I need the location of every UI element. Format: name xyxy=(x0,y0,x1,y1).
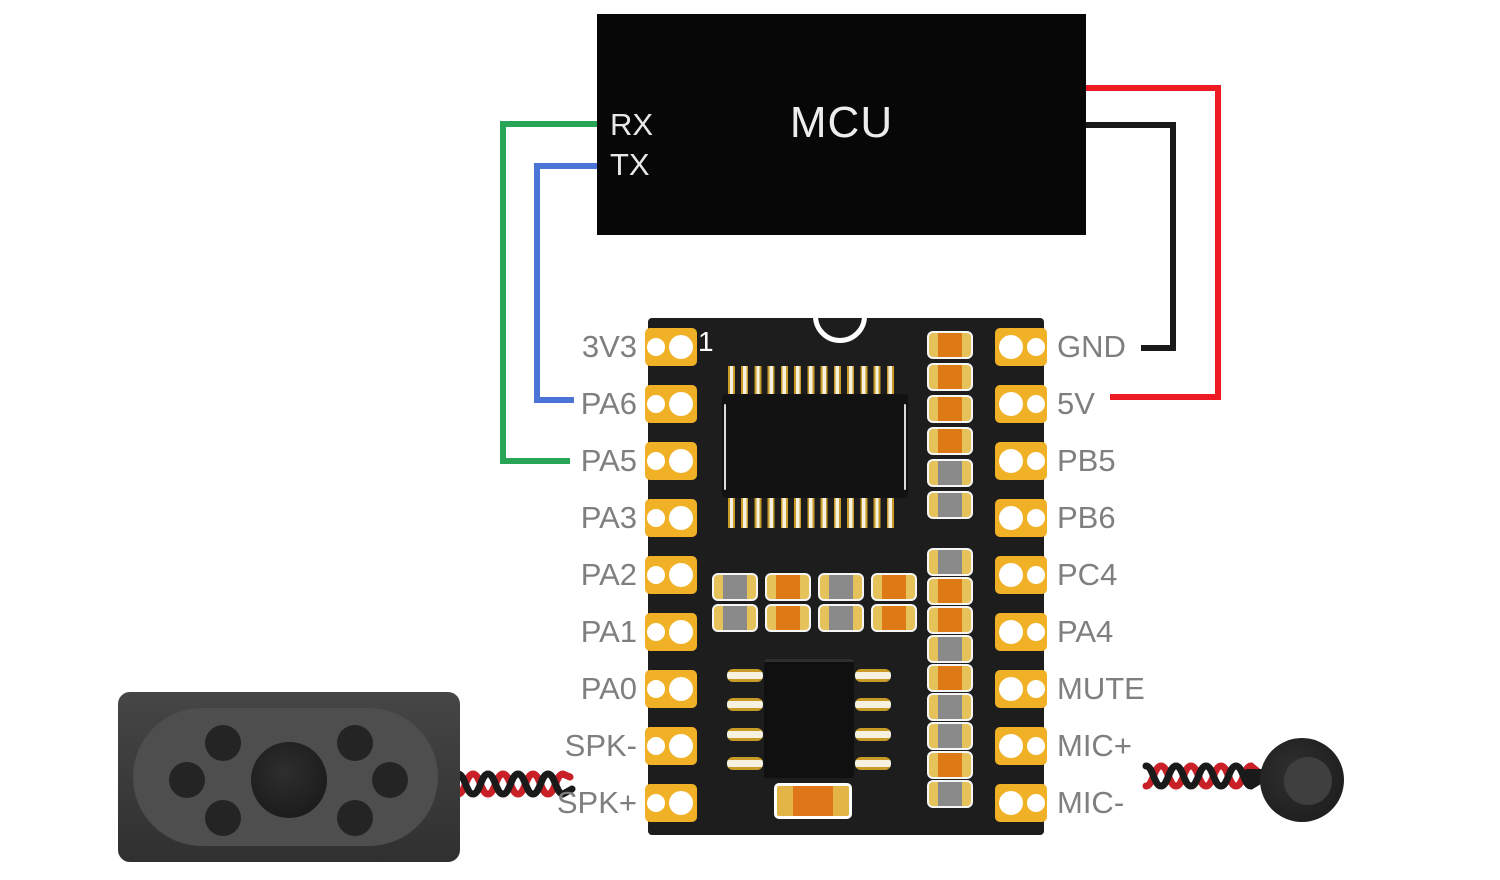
main-ic-shine-right xyxy=(904,404,906,490)
pad-5v xyxy=(995,385,1047,423)
pin-label-pa6: PA6 xyxy=(580,386,637,421)
pad-3v3 xyxy=(645,328,697,366)
smd-component xyxy=(927,722,973,750)
mcu-block: MCU RX TX xyxy=(597,14,1086,235)
speaker-hole xyxy=(205,725,241,761)
pin-label-mute: MUTE xyxy=(1057,671,1145,706)
pin1-marker: 1 xyxy=(698,326,714,357)
pad-pa6 xyxy=(645,385,697,423)
smd-resistor xyxy=(774,783,852,819)
sop8-pin xyxy=(727,728,763,741)
smd-component xyxy=(927,395,973,423)
smd-component xyxy=(927,427,973,455)
pin-label-pb5: PB5 xyxy=(1057,443,1116,478)
smd-component xyxy=(927,331,973,359)
speaker-wire-black xyxy=(448,769,576,798)
main-ic-shine-left xyxy=(724,404,726,490)
pin-label-spk-minus: SPK- xyxy=(564,728,637,763)
pad-pb5 xyxy=(995,442,1047,480)
board-notch xyxy=(813,318,867,343)
pin-label-pa2: PA2 xyxy=(580,557,637,592)
pin-label-pc4: PC4 xyxy=(1057,557,1118,592)
pin-label-gnd: GND xyxy=(1057,329,1126,364)
speaker-hole xyxy=(337,800,373,836)
smd-component xyxy=(927,751,973,779)
wire-5v-to-mcu xyxy=(1086,85,1221,400)
smd-component xyxy=(927,577,973,605)
sop8-pin xyxy=(855,757,891,770)
sop8-pin xyxy=(855,669,891,682)
sop8-pin xyxy=(727,669,763,682)
main-ic-pins-bottom xyxy=(728,498,900,528)
pad-mic-minus xyxy=(995,784,1047,822)
pad-pa5 xyxy=(645,442,697,480)
pin-label-mic-plus: MIC+ xyxy=(1057,728,1132,763)
smd-component xyxy=(927,693,973,721)
pad-spk-plus xyxy=(645,784,697,822)
mcu-title: MCU xyxy=(789,98,894,147)
smd-component xyxy=(712,604,758,632)
smd-component xyxy=(927,363,973,391)
mcu-pin-tx: TX xyxy=(610,147,650,182)
smd-component xyxy=(927,635,973,663)
pin-label-pa0: PA0 xyxy=(580,671,637,706)
pad-mute xyxy=(995,670,1047,708)
pin-label-pb6: PB6 xyxy=(1057,500,1116,535)
pin-label-spk-plus: SPK+ xyxy=(556,785,637,820)
pad-pc4 xyxy=(995,556,1047,594)
wire-tx-to-pa6 xyxy=(534,163,598,403)
pin-label-pa5: PA5 xyxy=(580,443,637,478)
pin-label-3v3: 3V3 xyxy=(581,329,637,364)
pin-label-5v: 5V xyxy=(1057,386,1095,421)
main-ic-body xyxy=(722,394,908,498)
smd-component xyxy=(927,491,973,519)
smd-component xyxy=(765,604,811,632)
pin-label-pa3: PA3 xyxy=(580,500,637,535)
smd-component xyxy=(927,664,973,692)
smd-component xyxy=(712,573,758,601)
mcu-pin-rx: RX xyxy=(610,107,654,142)
speaker-center-hole xyxy=(251,742,327,818)
pad-pb6 xyxy=(995,499,1047,537)
pad-gnd xyxy=(995,328,1047,366)
pad-pa2 xyxy=(645,556,697,594)
sop8-ic-body xyxy=(764,659,854,778)
pad-pa1 xyxy=(645,613,697,651)
speaker-hole xyxy=(372,762,408,798)
smd-component xyxy=(927,780,973,808)
main-ic-pins-top xyxy=(728,366,900,396)
smd-component xyxy=(871,573,917,601)
smd-component xyxy=(927,606,973,634)
smd-component xyxy=(765,573,811,601)
wire-gnd-to-mcu xyxy=(1086,122,1176,351)
speaker xyxy=(118,692,460,862)
voice-module-board: 1 xyxy=(648,318,1044,835)
microphone xyxy=(1260,738,1344,822)
speaker-hole xyxy=(169,762,205,798)
smd-component xyxy=(871,604,917,632)
smd-component xyxy=(818,573,864,601)
pin-label-mic-minus: MIC- xyxy=(1057,785,1125,820)
sop8-pin xyxy=(727,757,763,770)
pin-label-pa4: PA4 xyxy=(1057,614,1114,649)
sop8-pin xyxy=(855,698,891,711)
wire-rx-to-pa5 xyxy=(500,121,598,464)
microphone-capsule xyxy=(1284,757,1332,805)
smd-component xyxy=(927,548,973,576)
pad-pa3 xyxy=(645,499,697,537)
pad-mic-plus xyxy=(995,727,1047,765)
pad-pa4 xyxy=(995,613,1047,651)
pad-spk-minus xyxy=(645,727,697,765)
smd-component xyxy=(927,459,973,487)
mic-wire-black xyxy=(1142,762,1268,790)
sop8-pin xyxy=(727,698,763,711)
sop8-pin xyxy=(855,728,891,741)
speaker-hole xyxy=(337,725,373,761)
speaker-hole xyxy=(205,800,241,836)
smd-component xyxy=(818,604,864,632)
pad-pa0 xyxy=(645,670,697,708)
pin-label-pa1: PA1 xyxy=(580,614,637,649)
